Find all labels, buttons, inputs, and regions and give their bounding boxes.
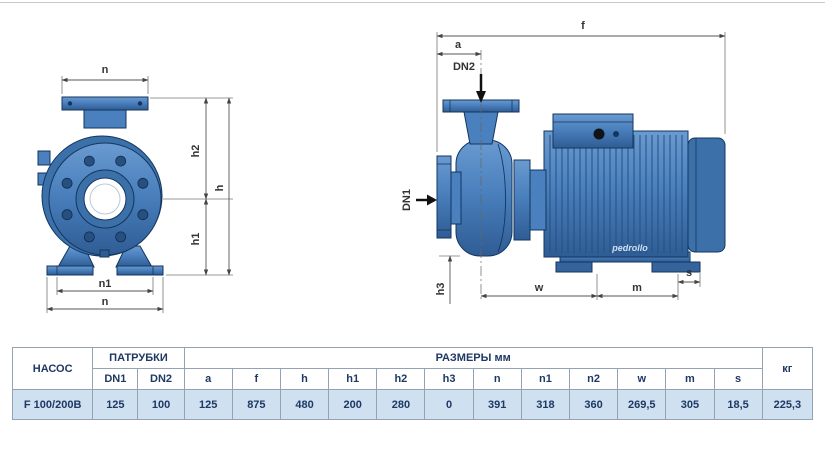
top-divider xyxy=(0,2,825,3)
dn1-flow-arrow xyxy=(427,194,437,206)
motor-foot-right xyxy=(651,261,701,273)
col-subheader-f: f xyxy=(231,368,281,390)
dimensions-table: НАСОС ПАТРУБКИ РАЗМЕРЫ мм кг DN1 DN2 a f… xyxy=(11,347,814,420)
motor-foot-left xyxy=(555,261,593,273)
base-plate-right xyxy=(116,265,164,276)
cell-s: 18,5 xyxy=(713,389,763,420)
dim-label-m: m xyxy=(632,282,642,294)
dim-label-dn2: DN2 xyxy=(453,61,475,73)
cell-model: F 100/200B xyxy=(11,389,94,420)
col-header-pump: НАСОС xyxy=(11,347,94,390)
col-subheader-n2: n2 xyxy=(568,368,619,390)
col-subheader-h2: h2 xyxy=(376,368,426,390)
brand-text: pedrollo xyxy=(611,243,648,253)
cell-m: 305 xyxy=(665,389,715,420)
col-subheader-h3: h3 xyxy=(424,368,474,390)
cell-h2: 280 xyxy=(376,389,426,420)
col-subheader-s: s xyxy=(713,368,763,390)
col-subheader-m: m xyxy=(665,368,715,390)
dim-label-n1: n1 xyxy=(99,278,112,290)
dim-label-h1: h1 xyxy=(190,233,202,246)
dim-label-a: a xyxy=(455,39,462,51)
dim-label-n-bottom: n xyxy=(102,296,109,308)
cell-dn2: 100 xyxy=(137,389,185,420)
pump-front-view xyxy=(37,96,164,276)
dim-label-h2: h2 xyxy=(190,145,202,158)
cell-h3: 0 xyxy=(424,389,474,420)
motor-fins xyxy=(549,135,683,253)
cell-a: 125 xyxy=(183,389,233,420)
side-view-dimensions: f a DN2 DN1 h3 w m s xyxy=(401,20,726,304)
bolt-circle xyxy=(61,155,149,243)
col-header-weight: кг xyxy=(761,347,814,390)
col-subheader-h1: h1 xyxy=(328,368,378,390)
pump-technical-drawing: n h2 h h1 n1 n xyxy=(37,20,726,313)
cell-dn1: 125 xyxy=(92,389,139,420)
col-subheader-dn2: DN2 xyxy=(137,368,185,390)
dim-label-f: f xyxy=(581,20,585,32)
pump-casing-side xyxy=(455,139,513,257)
cell-n: 391 xyxy=(472,389,522,420)
col-subheader-a: a xyxy=(183,368,233,390)
front-view-dimensions: n h2 h h1 n1 n xyxy=(46,64,233,313)
cell-h: 480 xyxy=(279,389,330,420)
table-row: F 100/200B 125 100 125 875 480 200 280 0… xyxy=(11,389,814,420)
col-header-ports: ПАТРУБКИ xyxy=(92,347,185,369)
cell-n1: 318 xyxy=(520,389,570,420)
dim-label-h3: h3 xyxy=(435,283,447,296)
suction-flange xyxy=(436,155,452,239)
col-subheader-n: n xyxy=(472,368,522,390)
col-subheader-h: h xyxy=(279,368,330,390)
cell-f: 875 xyxy=(231,389,281,420)
dim-label-s: s xyxy=(686,267,692,279)
col-subheader-n1: n1 xyxy=(520,368,570,390)
motor-fan-cover xyxy=(687,137,726,253)
cell-h1: 200 xyxy=(328,389,378,420)
col-subheader-dn1: DN1 xyxy=(92,368,139,390)
col-subheader-w: w xyxy=(617,368,667,390)
col-header-dimensions: РАЗМЕРЫ мм xyxy=(183,347,763,369)
base-plate-left xyxy=(46,265,94,276)
terminal-box xyxy=(552,113,634,149)
dim-label-n-top: n xyxy=(102,64,109,76)
pump-side-view: pedrollo xyxy=(436,50,726,300)
discharge-flange-front xyxy=(61,96,149,111)
cable-gland xyxy=(593,128,605,140)
dim-label-h: h xyxy=(214,184,226,191)
cell-w: 269,5 xyxy=(617,389,667,420)
cell-n2: 360 xyxy=(568,389,619,420)
dim-label-w: w xyxy=(534,282,544,294)
cell-weight: 225,3 xyxy=(761,389,814,420)
dim-label-dn1: DN1 xyxy=(401,189,413,211)
dn2-flow-arrow xyxy=(476,91,486,103)
